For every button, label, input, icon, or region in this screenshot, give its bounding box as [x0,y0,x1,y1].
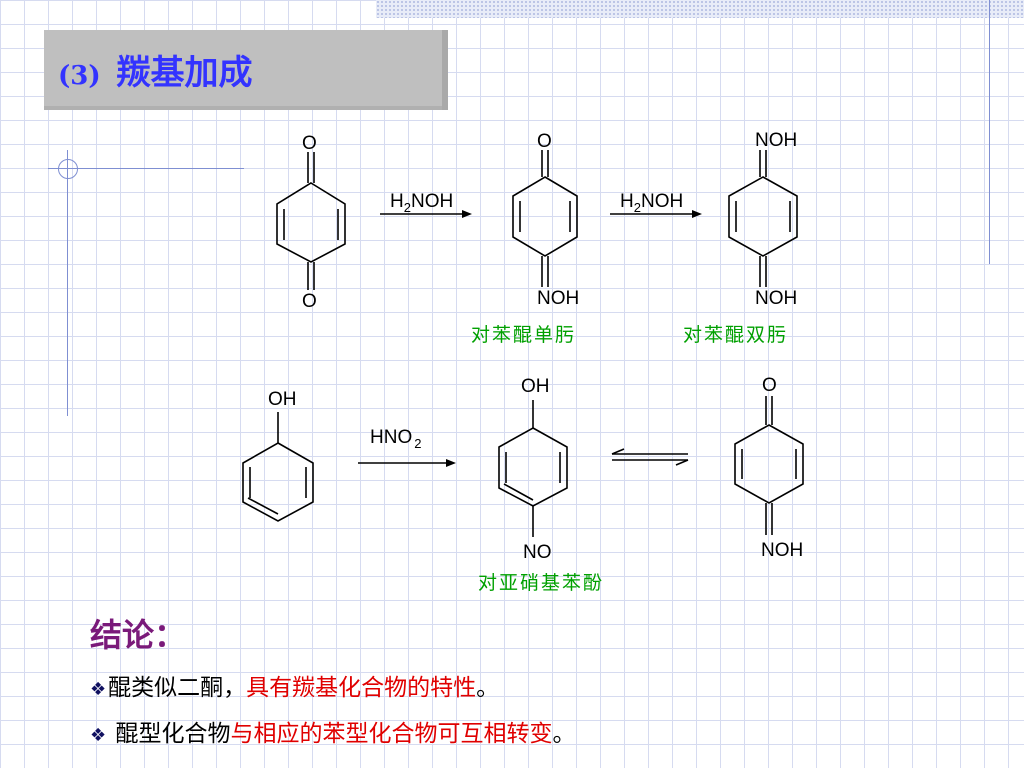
tautomer-oxime-structure [734,396,804,535]
label-o-top-1: O [302,133,317,154]
label-noh-top-3: NOH [755,130,797,151]
reaction-arrow-2 [610,210,702,218]
label-o-top-2: O [537,131,552,152]
label-oh-nitrosophenol: OH [521,376,550,397]
label-noh-bottom-3: NOH [755,288,797,309]
reaction-arrow-1 [380,210,472,218]
reaction-arrow-3 [358,459,456,467]
dioxime-structure [728,150,798,287]
conclusion-bullet-2: ❖ 醌型化合物与相应的苯型化合物可互相转变。 [90,714,575,748]
nitrosophenol-structure [498,400,568,537]
name-nitrosophenol: 对亚硝基苯酚 [478,572,605,594]
title-number: (3) [58,61,101,91]
bullet-1-highlight: 具有羰基化合物的特性 [246,675,477,701]
label-no: NO [523,542,552,563]
name-mono-oxime: 对苯醌单肟 [471,324,577,346]
right-decorative-line [989,0,990,264]
bullet-1-text: 醌类似二酮， [108,675,247,701]
decorative-vertical-line [67,150,68,416]
label-o-bottom-1: O [302,291,317,312]
bullet-1-end: 。 [476,675,500,701]
title-main: 羰基加成 [116,53,253,93]
label-noh-2: NOH [537,288,579,309]
reagent-h2noh-2: H2NOH [620,191,683,215]
title-box [44,30,448,110]
conclusion-bullet-1: ❖醌类似二酮，具有羰基化合物的特性。 [90,668,499,702]
bullet-2-highlight: 与相应的苯型化合物可互相转变 [230,721,553,747]
mono-oxime-structure [512,150,578,287]
bullet-2-text: 醌型化合物 [108,721,231,747]
bullet-2-end: 。 [552,721,576,747]
reagent-h2noh-1: H2NOH [390,191,453,215]
phenol-structure [242,412,314,522]
conclusion-heading: 结论： [90,616,187,654]
diamond-bullet-icon: ❖ [90,725,107,746]
diamond-bullet-icon: ❖ [90,679,107,700]
decorative-horizontal-line [48,168,244,169]
label-oh-phenol: OH [268,389,297,410]
equilibrium-arrows [611,448,689,466]
benzoquinone-structure [276,152,346,290]
decorative-circle [58,159,78,179]
label-o-tautomer: O [762,375,777,396]
label-noh-tautomer: NOH [761,540,803,561]
name-dioxime: 对苯醌双肟 [683,324,789,346]
slide-title: (3) 羰基加成 [58,56,253,90]
top-decorative-band [376,0,1024,18]
